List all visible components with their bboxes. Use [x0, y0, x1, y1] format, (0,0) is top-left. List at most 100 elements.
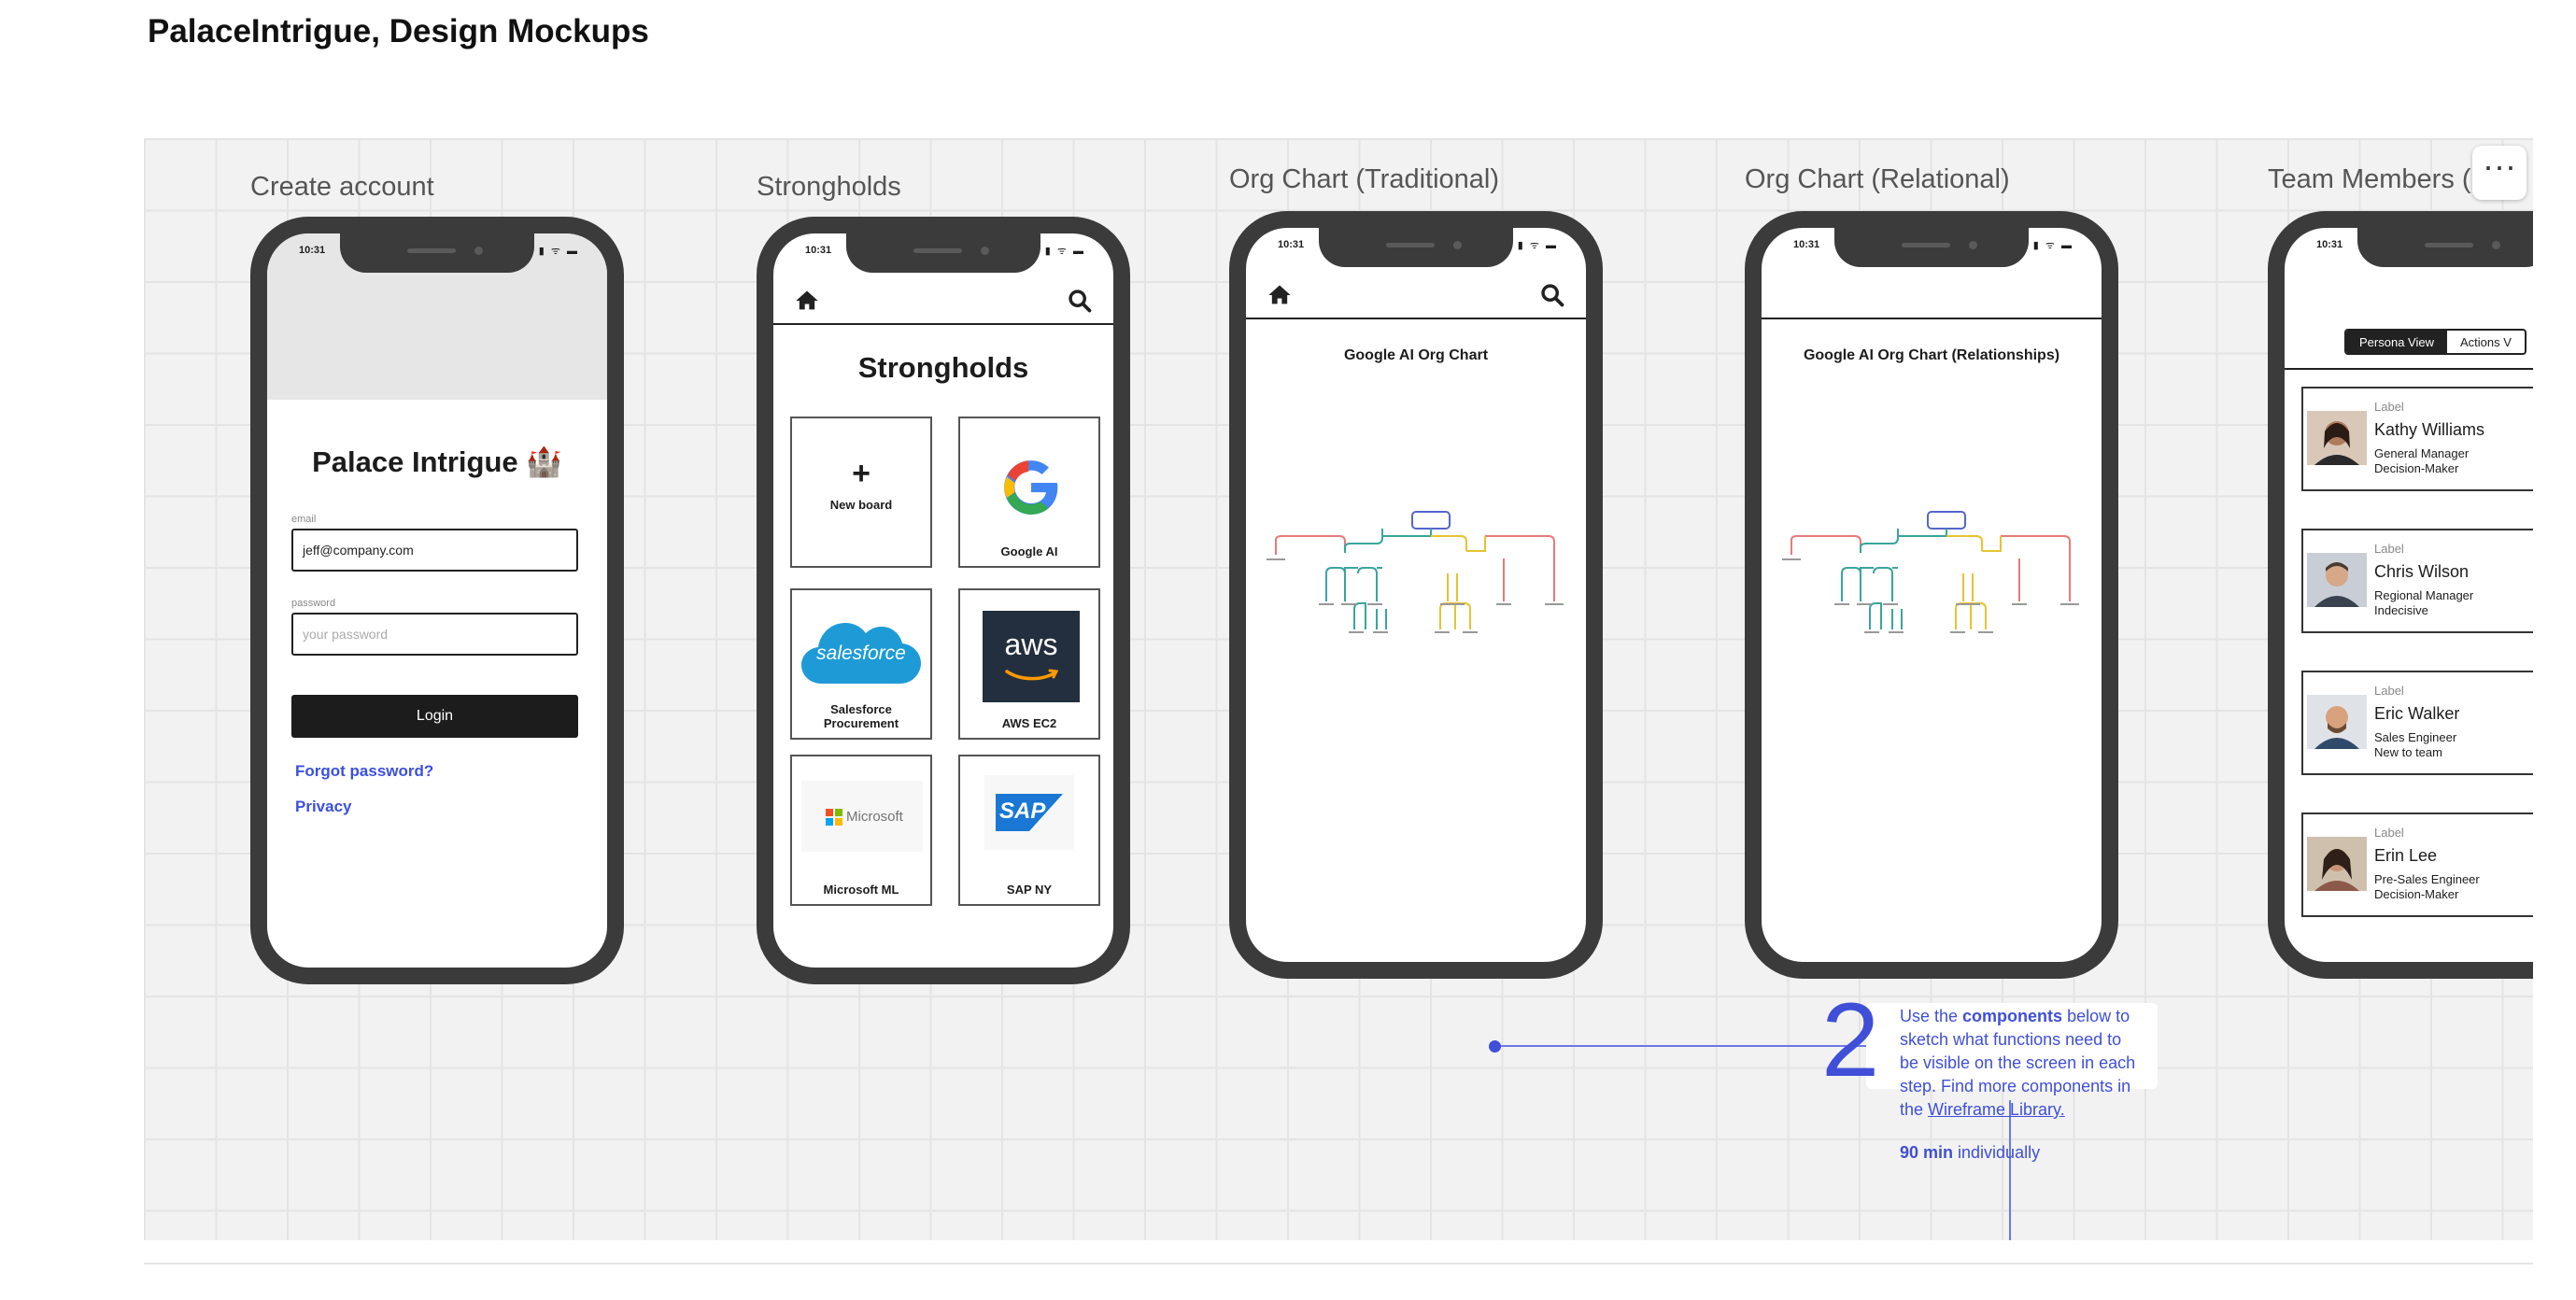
sap-tile[interactable]: SAP SAP NY: [958, 755, 1100, 906]
google-logo-icon: [1004, 460, 1058, 515]
search-icon[interactable]: [1539, 282, 1565, 308]
status-icons: ▮ ᯤ ▬: [538, 246, 579, 257]
aws-logo-icon: aws: [983, 611, 1080, 702]
password-label: password: [291, 598, 336, 609]
sap-logo-icon: SAP: [984, 775, 1074, 850]
team-members-clip: Team Members ( 10:31 Persona View Action…: [2260, 138, 2533, 1240]
note-time-bold: 90 min: [1900, 1143, 1954, 1162]
frame-label-create-account: Create account: [250, 172, 434, 202]
phone-screen: 10:31 ▮ ᯤ ▬ Google AI Org Chart: [1246, 228, 1586, 962]
frame-label-team-members: Team Members (: [2268, 164, 2471, 194]
note-text-bold: components: [1962, 1007, 2063, 1025]
status-time: 10:31: [805, 245, 832, 256]
note-time-rest: individually: [1953, 1143, 2041, 1162]
status-icons: ▮ ᯤ ▬: [2032, 240, 2074, 251]
email-label: email: [291, 514, 317, 525]
avatar: [2307, 553, 2367, 607]
divider: [2285, 368, 2533, 370]
plus-icon: +: [852, 456, 870, 491]
phone-frame-org-relational[interactable]: 10:31 ▮ ᯤ ▬ Google AI Org Chart (Relatio…: [1745, 211, 2118, 979]
sap-logo-shape: [996, 794, 1063, 831]
salesforce-tile[interactable]: salesforce Salesforce Procurement: [790, 588, 932, 740]
connector-handle[interactable]: [1489, 1040, 1501, 1053]
privacy-link[interactable]: Privacy: [295, 798, 352, 815]
phone-notch: [1834, 228, 2029, 267]
new-board-tile[interactable]: + New board: [790, 417, 932, 568]
status-time: 10:31: [299, 245, 326, 256]
avatar: [2307, 837, 2367, 891]
member-label: Label: [2374, 826, 2404, 840]
frame-label-org-relational: Org Chart (Relational): [1745, 164, 2010, 194]
tile-label: Google AI: [1000, 544, 1058, 558]
note-text-part: below to sketch what functions need to b…: [1900, 1007, 2136, 1119]
tile-label: Salesforce Procurement: [823, 702, 899, 730]
member-name: Kathy Williams: [2374, 420, 2485, 439]
nav-bar: [1762, 273, 2102, 319]
phone-screen: 10:31 Persona View Actions V Label Kathy…: [2285, 228, 2533, 962]
phone-frame-org-traditional[interactable]: 10:31 ▮ ᯤ ▬ Google AI Org Chart: [1229, 211, 1603, 979]
member-title: Pre-Sales Engineer: [2374, 872, 2480, 886]
password-field[interactable]: your password: [291, 613, 578, 656]
connector-line: [1494, 1045, 1887, 1047]
wireframe-library-link[interactable]: Wireframe Library.: [1928, 1100, 2065, 1119]
member-trait: New to team: [2374, 745, 2442, 759]
status-icons: ▮ ᯤ ▬: [1517, 240, 1558, 251]
status-icons: ▮ ᯤ ▬: [1044, 246, 1085, 257]
note-text: Use the components below to sketch what …: [1900, 1005, 2143, 1122]
connector-line-vertical: [2009, 1100, 2011, 1240]
google-ai-tile[interactable]: Google AI: [958, 417, 1100, 568]
view-toggle[interactable]: Persona View Actions V: [2344, 329, 2526, 355]
member-name: Erin Lee: [2374, 846, 2438, 865]
sap-logo-text: SAP: [999, 798, 1046, 824]
org-chart-title: Google AI Org Chart: [1343, 347, 1489, 363]
phone-screen: 10:31 ▮ ᯤ ▬ Palace Intrigue 🏰 email jeff…: [267, 233, 607, 968]
tab-actions-view[interactable]: Actions V: [2459, 335, 2512, 349]
tile-label: Microsoft ML: [823, 883, 899, 897]
microsoft-squares-icon: [826, 809, 842, 826]
microsoft-logo-icon: Microsoft: [801, 781, 923, 852]
aws-tile[interactable]: aws AWS EC2: [958, 588, 1100, 740]
page-title: PalaceIntrigue, Design Mockups: [148, 13, 649, 49]
note-text-part: Use the: [1900, 1007, 1963, 1025]
phone-notch: [1319, 228, 1513, 267]
nav-bar: [773, 278, 1113, 325]
home-icon[interactable]: [1267, 282, 1293, 308]
nav-bar: [1246, 273, 1586, 319]
aws-smile-icon: [1005, 669, 1059, 681]
salesforce-logo-text: salesforce: [816, 643, 906, 664]
phone-frame-create-account[interactable]: 10:31 ▮ ᯤ ▬ Palace Intrigue 🏰 email jeff…: [250, 217, 624, 984]
salesforce-logo-icon: [801, 623, 921, 684]
home-icon[interactable]: [794, 288, 820, 314]
note-card[interactable]: [1866, 1003, 2158, 1089]
brand-title: Palace Intrigue 🏰: [312, 445, 562, 478]
member-name: Eric Walker: [2374, 704, 2460, 723]
org-chart-title: Google AI Org Chart (Relationships): [1803, 347, 2060, 363]
member-label: Label: [2374, 542, 2404, 556]
frame-label-org-traditional: Org Chart (Traditional): [1229, 164, 1500, 194]
org-chart-diagram: [1782, 511, 2079, 633]
login-button[interactable]: Login: [291, 695, 578, 738]
divider: [144, 1263, 2533, 1265]
member-title: General Manager: [2374, 446, 2470, 460]
phone-notch: [340, 233, 534, 273]
tab-persona-view[interactable]: Persona View: [2346, 331, 2447, 353]
microsoft-logo-text: Microsoft: [846, 809, 903, 825]
phone-notch: [2357, 228, 2533, 267]
forgot-password-link[interactable]: Forgot password?: [295, 762, 434, 780]
search-icon[interactable]: [1067, 288, 1093, 314]
phone-frame-team-members[interactable]: 10:31 Persona View Actions V Label Kathy…: [2268, 211, 2533, 979]
strongholds-title: Strongholds: [857, 351, 1029, 384]
email-field[interactable]: jeff@company.com: [291, 529, 578, 572]
status-time: 10:31: [1278, 239, 1305, 250]
more-options-button[interactable]: ···: [2472, 146, 2526, 200]
member-trait: Decision-Maker: [2374, 887, 2459, 901]
microsoft-tile[interactable]: Microsoft Microsoft ML: [790, 755, 932, 906]
phone-frame-strongholds[interactable]: 10:31 ▮ ᯤ ▬ Strongholds + New board Goog…: [757, 217, 1130, 984]
note-time: 90 min individually: [1900, 1143, 2040, 1163]
